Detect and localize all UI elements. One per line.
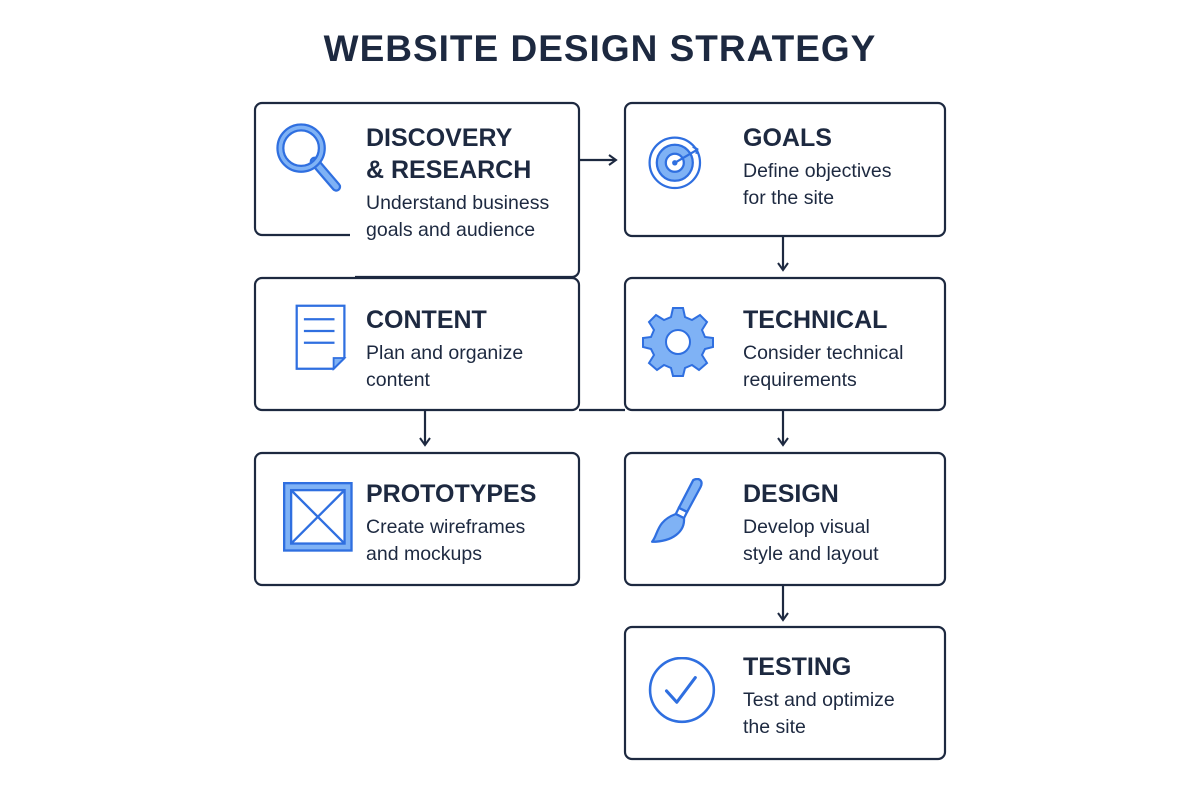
node-title: TESTING <box>743 653 852 681</box>
box-content <box>253 276 581 412</box>
magnifying-glass-icon <box>276 123 342 192</box>
node-title: & RESEARCH <box>366 156 532 184</box>
document-icon <box>295 304 347 371</box>
box-technical <box>623 276 947 412</box>
node-title: DESIGN <box>743 480 839 508</box>
box-discovery <box>253 101 581 279</box>
box-testing <box>623 625 947 761</box>
box-goals <box>623 101 947 238</box>
wireframe-icon <box>283 482 353 552</box>
box-design <box>623 451 947 587</box>
node-title: TECHNICAL <box>743 306 888 334</box>
node-title: PROTOTYPES <box>366 480 537 508</box>
box-prototypes <box>253 451 581 587</box>
checkmark-circle-icon <box>648 657 716 724</box>
paintbrush-icon <box>650 478 703 543</box>
page-title: WEBSITE DESIGN STRATEGY <box>323 28 877 69</box>
target-icon <box>648 136 702 190</box>
node-title: CONTENT <box>366 306 487 334</box>
node-title: DISCOVERY <box>366 124 513 152</box>
node-title: GOALS <box>743 124 832 152</box>
gear-icon <box>642 307 714 377</box>
